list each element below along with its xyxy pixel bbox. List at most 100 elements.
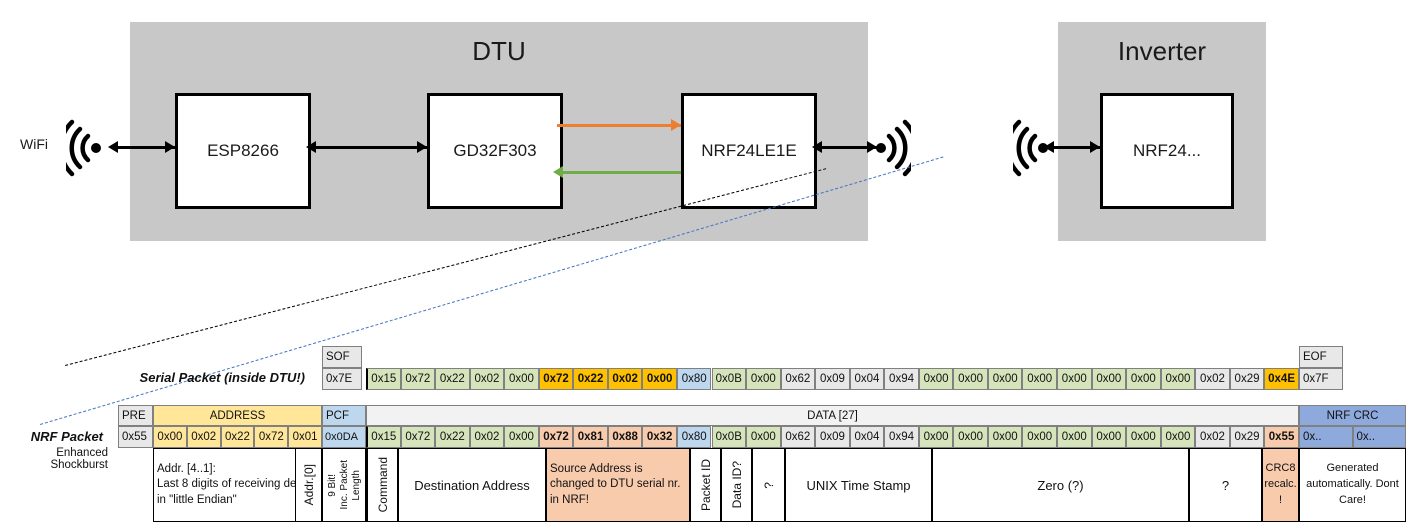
nrf-antenna-icon <box>876 119 911 177</box>
nrf-packet-row-label: NRF Packet <box>30 429 103 444</box>
serial-byte-cell: 0x29 <box>1229 368 1265 390</box>
desc-crc8-text: CRC8 recalc. ! <box>1264 462 1297 506</box>
desc-unix-timestamp: UNIX Time Stamp <box>785 448 932 522</box>
serial-byte-cell: 0x02 <box>1195 368 1230 390</box>
nrf-byte-cell: 0x29 <box>1229 426 1265 448</box>
serial-sof-value: 0x7E <box>322 368 362 390</box>
desc-pcf-len-text: Length <box>350 469 362 501</box>
nrf-crc-cell: 0x.. <box>1352 426 1406 448</box>
serial-byte-cell: 0x00 <box>1160 368 1196 390</box>
desc-zero: Zero (?) <box>932 448 1189 522</box>
desc-packet-id: Packet ID <box>690 448 721 522</box>
nrf-byte-cell: 0x00 <box>746 426 781 448</box>
nrf-byte-cell: 0x00 <box>504 426 539 448</box>
nrf-byte-cell: 0x0B <box>711 426 747 448</box>
block-diagram: DTU Inverter ESP8266 GD32F303 NRF24LE1E … <box>0 0 1406 260</box>
nrf-crc-header: NRF CRC <box>1299 405 1406 426</box>
nrf-address-cell: 0x72 <box>254 426 289 448</box>
desc-crc-generated: Generated automatically. Dont Care! <box>1299 448 1406 522</box>
nrf-byte-cell: 0x00 <box>1160 426 1196 448</box>
desc-source-address-text: Source Address is changed to DTU serial … <box>550 462 681 506</box>
nrf-byte-cell: 0x32 <box>642 426 677 448</box>
serial-byte-cell: 0x04 <box>849 368 885 390</box>
chip-nrf24[interactable]: NRF24... <box>1100 93 1234 209</box>
serial-eof-value: 0x7F <box>1299 368 1343 390</box>
desc-question: ? <box>1189 448 1262 522</box>
dtu-title: DTU <box>472 36 526 66</box>
serial-byte-cell: 0x94 <box>884 368 919 390</box>
desc-unix-timestamp-text: UNIX Time Stamp <box>806 477 911 493</box>
serial-byte-cell: 0x00 <box>642 368 677 390</box>
nrf-pcf-value: 0x0DA <box>322 426 366 448</box>
desc-pcf-inc-text: Inc. Packet <box>338 460 350 510</box>
nrf-data-header: DATA [27] <box>366 405 1299 426</box>
nrf-address-header: ADDRESS <box>153 405 322 426</box>
serial-byte-cell: 0x4E <box>1264 368 1299 390</box>
nrf-byte-cell: 0x00 <box>918 426 954 448</box>
nrf-byte-cell: 0x00 <box>1091 426 1127 448</box>
serial-byte-cell: 0x00 <box>1126 368 1161 390</box>
serial-sof-header: SOF <box>322 346 362 368</box>
serial-byte-cell: 0x00 <box>953 368 988 390</box>
desc-destination-address-text: Destination Address <box>414 477 530 493</box>
nrf-byte-cell: 0x02 <box>469 426 505 448</box>
nrf-address-cell: 0x02 <box>186 426 221 448</box>
nrf-byte-cell: 0x62 <box>780 426 816 448</box>
chip-nrf24-label: NRF24... <box>1132 141 1202 160</box>
serial-packet-row-label: Serial Packet (inside DTU!) <box>139 370 305 385</box>
nrf-byte-cell: 0x00 <box>987 426 1023 448</box>
desc-unknown-text: ? <box>761 481 776 489</box>
serial-byte-cell: 0x00 <box>746 368 781 390</box>
serial-byte-cell: 0x22 <box>573 368 608 390</box>
nrf-pcf-header: PCF <box>322 405 366 426</box>
serial-eof-header: EOF <box>1299 346 1343 368</box>
nrf-byte-cell: 0x94 <box>884 426 919 448</box>
nrf-byte-cell: 0x09 <box>815 426 850 448</box>
desc-pcf-9bit-text: 9 Bit! <box>326 473 338 497</box>
desc-data-id: Data ID? <box>721 448 752 522</box>
nrf-address-cell: 0x00 <box>153 426 187 448</box>
desc-command: Command <box>366 448 398 522</box>
nrf-address-cell: 0x22 <box>220 426 255 448</box>
wifi-antenna-icon <box>66 119 101 177</box>
nrf-byte-cell: 0x02 <box>1195 426 1230 448</box>
chip-nrf24le1e[interactable]: NRF24LE1E <box>681 93 817 209</box>
desc-zero-text: Zero (?) <box>1037 477 1084 493</box>
nrf-pre-header: PRE <box>118 405 153 426</box>
serial-byte-cell: 0x02 <box>469 368 505 390</box>
wifi-label: WiFi <box>20 136 48 152</box>
serial-byte-cell: 0x00 <box>1022 368 1057 390</box>
nrf-byte-cell: 0x15 <box>366 426 401 448</box>
desc-address: Addr. [4..1]: Last 8 digits of receiving… <box>153 448 322 522</box>
nrf-byte-cell: 0x00 <box>1126 426 1161 448</box>
desc-destination-address: Destination Address <box>398 448 546 522</box>
chip-gd32f303[interactable]: GD32F303 <box>427 93 563 209</box>
nrf-byte-cell: 0x22 <box>435 426 470 448</box>
serial-byte-cell: 0x62 <box>780 368 816 390</box>
serial-byte-cell: 0x02 <box>607 368 643 390</box>
serial-byte-cell: 0x72 <box>538 368 574 390</box>
desc-addr0-text: Addr.[0] <box>301 464 316 506</box>
desc-addr0: Addr.[0] <box>295 448 322 522</box>
chip-gd32f303-label: GD32F303 <box>453 141 537 160</box>
nrf-crc-cell: 0x.. <box>1299 426 1353 448</box>
desc-data-id-text: Data ID? <box>729 461 744 509</box>
nrf-byte-cell: 0x80 <box>676 426 712 448</box>
nrf-packet-row-sublabel: Enhanced Shockburst <box>50 447 108 471</box>
nrf-byte-cell: 0x00 <box>953 426 988 448</box>
serial-byte-cell: 0x00 <box>504 368 539 390</box>
chip-nrf24le1e-label: NRF24LE1E <box>701 141 797 160</box>
desc-packet-id-text: Packet ID <box>698 458 713 512</box>
chip-esp8266[interactable]: ESP8266 <box>175 93 311 209</box>
nrf-byte-cell: 0x72 <box>400 426 436 448</box>
serial-byte-cell: 0x0B <box>711 368 747 390</box>
nrf-byte-cell: 0x00 <box>1057 426 1092 448</box>
desc-crc-generated-text: Generated automatically. Dont Care! <box>1306 462 1399 506</box>
nrf-byte-cell: 0x81 <box>573 426 608 448</box>
nrf-byte-cell: 0x72 <box>538 426 574 448</box>
nrf-byte-cell: 0x04 <box>849 426 885 448</box>
nrf-pre-value: 0x55 <box>118 426 153 448</box>
desc-source-address: Source Address is changed to DTU serial … <box>546 448 690 522</box>
desc-unknown: ? <box>752 448 785 522</box>
serial-byte-cell: 0x00 <box>1057 368 1092 390</box>
